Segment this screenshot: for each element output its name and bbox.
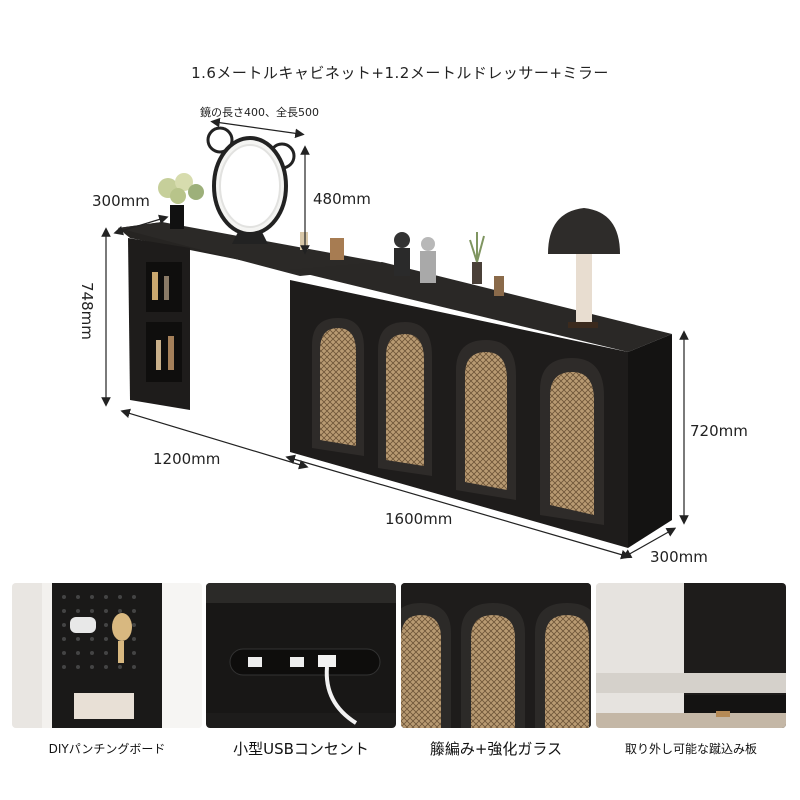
table-lamp (548, 208, 620, 328)
rattan-door (456, 340, 516, 500)
feature-caption: 小型USBコンセント (233, 740, 369, 758)
page-title: 1.6メートルキャビネット+1.2メートルドレッサー+ミラー (191, 64, 609, 82)
rattan-door (312, 318, 364, 456)
cabinet-length-label: 1600mm (385, 510, 453, 528)
feature-caption: 籐編み+強化ガラス (429, 740, 563, 758)
rattan-doors-photo (401, 583, 591, 728)
decor-cup (330, 238, 344, 260)
mirror-size-note: 鏡の長さ400、全長500 (200, 106, 319, 119)
feature-caption: 取り外し可能な蹴込み板 (624, 742, 757, 756)
usb-outlet-photo (206, 583, 396, 728)
dresser-length-label: 1200mm (153, 450, 221, 468)
pegboard-photo (12, 583, 202, 728)
dresser-height-label: 748mm (78, 282, 96, 340)
decor-bottle (300, 232, 308, 250)
kickboard-photo (596, 583, 786, 728)
dresser-depth-label: 300mm (92, 192, 150, 210)
cabinet-side (628, 334, 672, 548)
mirror (206, 126, 296, 244)
cabinet-height-label: 720mm (690, 422, 748, 440)
rattan-door (378, 322, 432, 476)
product-illustration (101, 117, 689, 560)
cabinet-depth-label: 300mm (650, 548, 708, 566)
feature-caption: DIYパンチングボード (48, 742, 166, 756)
plant-vase (158, 173, 204, 229)
cabinet-top (290, 262, 672, 352)
figurine-decor (394, 232, 436, 283)
mirror-height-label: 480mm (313, 190, 371, 208)
rattan-door (540, 358, 604, 525)
plant-decor (469, 232, 504, 296)
